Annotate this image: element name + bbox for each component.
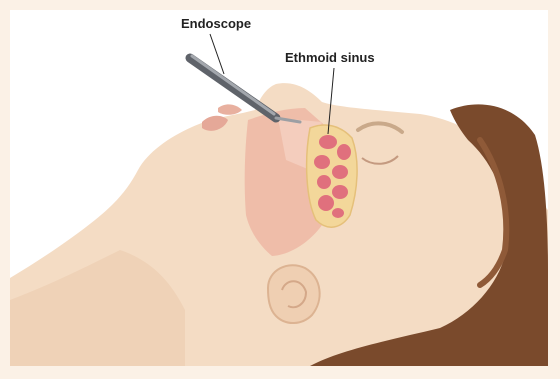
ethmoid-sinus-label: Ethmoid sinus	[285, 50, 375, 65]
sinus-cell	[332, 165, 348, 179]
endoscopy-illustration	[10, 10, 548, 366]
illustration-panel: Endoscope Ethmoid sinus	[10, 10, 548, 366]
sinus-cell	[314, 155, 330, 169]
ear	[268, 265, 320, 323]
sinus-cell	[332, 185, 348, 199]
sinus-cell	[319, 135, 337, 149]
endoscope-label: Endoscope	[181, 16, 251, 31]
sinus-cell	[317, 175, 331, 189]
sinus-cell	[332, 208, 344, 218]
upper-lip	[218, 104, 242, 114]
sinus-cell	[318, 195, 334, 211]
sinus-cell	[337, 144, 351, 160]
